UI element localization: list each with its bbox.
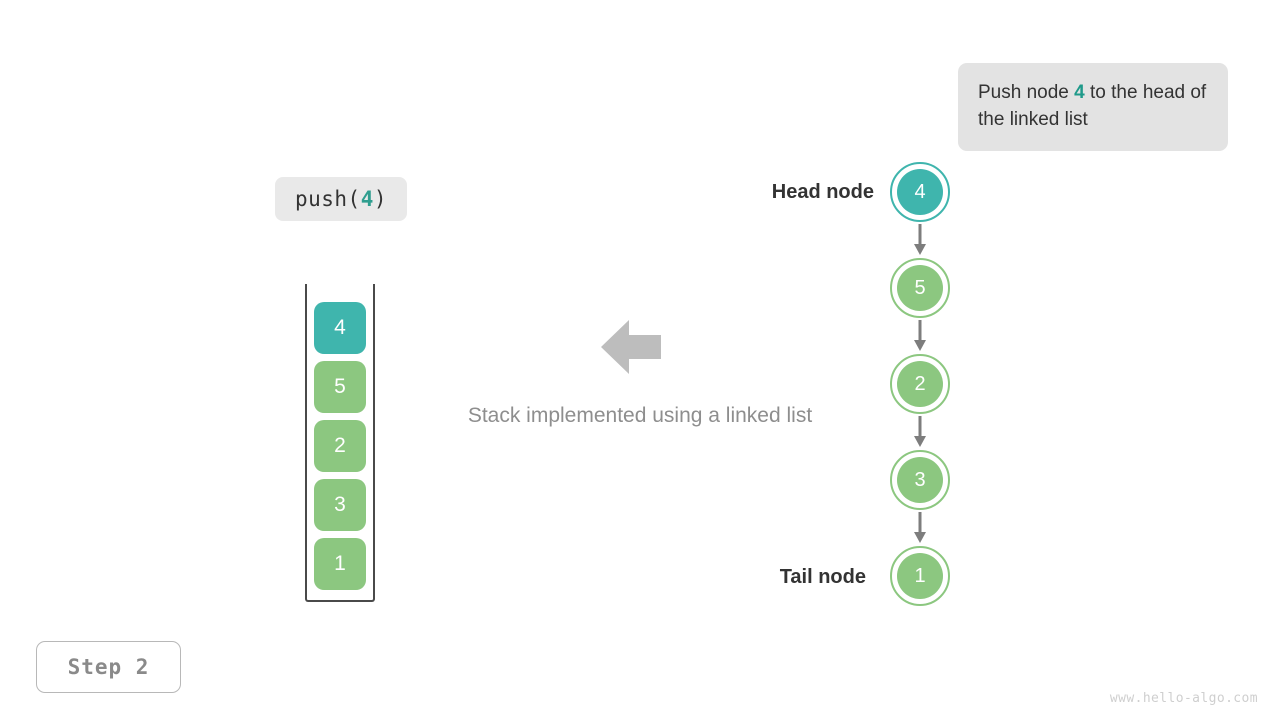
- node-disc: 2: [897, 361, 943, 407]
- operation-suffix: ): [373, 187, 388, 211]
- stack-diagram: 4 5 2 3 1: [305, 284, 375, 602]
- operation-value: 4: [360, 187, 374, 211]
- linked-list-node: 1: [888, 544, 952, 608]
- node-value: 4: [914, 180, 926, 203]
- watermark: www.hello-algo.com: [1109, 691, 1258, 706]
- node-value: 2: [914, 372, 926, 395]
- linked-list-node: 5: [888, 256, 952, 320]
- node-connector-arrow: [914, 224, 926, 256]
- stack-cell: 1: [314, 538, 366, 590]
- node-connector-arrow: [914, 416, 926, 448]
- stack-cell: 3: [314, 479, 366, 531]
- stack-cell-value: 3: [334, 493, 346, 516]
- node-connector-arrow: [914, 320, 926, 352]
- diagram-caption-text: Stack implemented using a linked list: [467, 404, 813, 427]
- stack-cell-list: 4 5 2 3 1: [314, 302, 366, 597]
- stack-cell: 2: [314, 420, 366, 472]
- node-value: 1: [914, 564, 926, 587]
- node-disc: 4: [897, 169, 943, 215]
- node-disc: 3: [897, 457, 943, 503]
- diagram-caption: Stack implemented using a linked list: [0, 404, 1280, 428]
- node-value: 3: [914, 468, 926, 491]
- stack-cell-value: 2: [334, 434, 346, 457]
- callout-text-before: Push node: [978, 82, 1075, 103]
- operation-prefix: push(: [294, 187, 361, 211]
- linked-list-node: 2: [888, 352, 952, 416]
- stack-cell: 4: [314, 302, 366, 354]
- linked-list-diagram: 4 5 2 3 1: [888, 160, 952, 610]
- linked-list-node: 3: [888, 448, 952, 512]
- stack-cell-value: 4: [334, 316, 346, 339]
- stack-cell-value: 5: [334, 375, 346, 398]
- callout-text-after: to the head of the linked list: [978, 82, 1207, 130]
- stack-cell-value: 1: [334, 552, 346, 575]
- left-arrow-icon: [601, 320, 661, 374]
- node-connector-arrow: [914, 512, 926, 544]
- node-disc: 5: [897, 265, 943, 311]
- node-disc: 1: [897, 553, 943, 599]
- head-node-label: Head node: [771, 181, 874, 203]
- step-badge: Step 2: [36, 641, 181, 693]
- tail-node-label: Tail node: [779, 566, 866, 588]
- linked-list-node: 4: [888, 160, 952, 224]
- node-value: 5: [914, 276, 926, 299]
- callout-highlight-value: 4: [1074, 82, 1085, 103]
- stack-cell: 5: [314, 361, 366, 413]
- stack-container-outline: [305, 284, 375, 602]
- annotation-callout: Push node 4 to the head of the linked li…: [958, 63, 1228, 151]
- operation-label: push(4): [275, 177, 407, 221]
